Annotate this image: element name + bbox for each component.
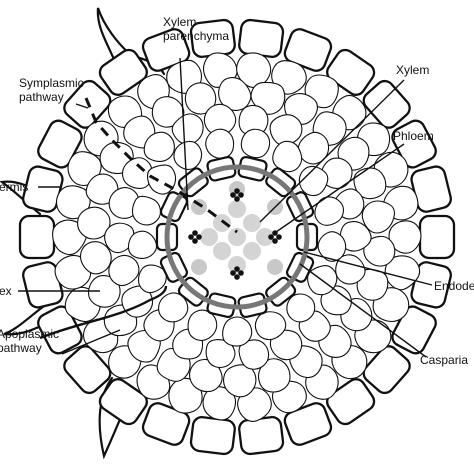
xylem-vessel bbox=[228, 200, 246, 218]
cortex-cell bbox=[121, 157, 153, 189]
epidermis-cell bbox=[37, 119, 83, 169]
cortex-cells bbox=[52, 52, 422, 423]
cortex-cell bbox=[238, 104, 269, 137]
cortex-cell bbox=[146, 164, 177, 195]
epidermis-cell bbox=[283, 28, 333, 72]
symplasmic-pathway-line bbox=[84, 97, 238, 234]
cortex-cell bbox=[222, 316, 253, 347]
label-casparian-strip: Casparia bbox=[420, 353, 469, 367]
epidermis-cell bbox=[391, 119, 437, 169]
cortex-cell bbox=[335, 254, 366, 285]
cortex-cell bbox=[254, 311, 287, 341]
leader-xylem-parenchyma bbox=[179, 57, 189, 211]
phloem-cluster bbox=[188, 230, 202, 244]
cortex-cell bbox=[314, 196, 345, 226]
cortex-cell bbox=[205, 339, 236, 369]
label-phloem: Phloem bbox=[393, 129, 434, 143]
xylem-vessel bbox=[256, 228, 274, 246]
cortex-cell bbox=[127, 230, 158, 260]
casparian-strip-ring bbox=[164, 164, 310, 310]
xylem-parenchyma-cell bbox=[191, 199, 207, 215]
xylem-parenchyma-cell bbox=[191, 259, 207, 275]
xylem-vessel bbox=[200, 228, 218, 246]
leader-phloem bbox=[275, 143, 405, 233]
phloem-cluster bbox=[268, 230, 282, 244]
cortex-cell bbox=[353, 167, 387, 200]
apoplasmic-pathway-line bbox=[39, 285, 168, 340]
phloem-cluster bbox=[230, 188, 244, 202]
label-epidermis: ermis bbox=[0, 180, 29, 194]
epidermis-cell bbox=[326, 378, 376, 426]
cortex-cell bbox=[205, 128, 235, 159]
xylem-vessel bbox=[243, 214, 261, 232]
cortex-cell bbox=[143, 131, 175, 162]
xylem-vessel bbox=[213, 242, 231, 260]
cortex-cell bbox=[286, 293, 316, 323]
cortex-cell bbox=[77, 206, 111, 240]
epidermis-cells bbox=[18, 18, 456, 456]
leader-casparian-strip bbox=[299, 263, 427, 358]
xylem-vessel bbox=[228, 256, 246, 274]
cortex-cell bbox=[237, 387, 272, 423]
cortex-cell bbox=[272, 140, 303, 173]
cortex-cell bbox=[269, 114, 303, 146]
cortex-cell bbox=[257, 358, 291, 393]
cortex-cell bbox=[361, 200, 396, 234]
epidermis-cell bbox=[141, 402, 191, 446]
cortex-cell bbox=[240, 128, 271, 159]
cortex-cell bbox=[79, 241, 112, 275]
cortex-cell bbox=[54, 254, 92, 290]
epidermis-cell bbox=[283, 402, 333, 446]
cortex-cell bbox=[108, 254, 140, 287]
epidermis-cell bbox=[98, 48, 148, 96]
cortex-cell bbox=[236, 52, 272, 89]
label-xylem-parenchyma: Xylem parenchyma bbox=[163, 15, 230, 43]
water-pathways bbox=[39, 97, 238, 340]
label-symplasmic-pathway: Symplasmic pathway bbox=[19, 76, 84, 104]
epidermis-cell bbox=[362, 79, 411, 129]
label-leader-lines bbox=[18, 57, 433, 358]
leader-apoplasmic-pathway bbox=[61, 329, 121, 355]
xylem-vessel bbox=[213, 214, 231, 232]
cortex-cell bbox=[158, 292, 189, 323]
leader-xylem bbox=[259, 79, 405, 223]
epidermis-cell bbox=[418, 214, 456, 260]
xylem-vessel bbox=[243, 242, 261, 260]
xylem-parenchyma-cell bbox=[267, 259, 283, 275]
cortex-cell bbox=[187, 309, 218, 342]
cortex-cell bbox=[173, 140, 203, 171]
phloem-cluster bbox=[230, 266, 244, 280]
epidermis-cell bbox=[98, 378, 148, 426]
cortex-cell bbox=[238, 339, 270, 370]
cortex-cell bbox=[171, 113, 204, 146]
cortex-cell bbox=[137, 264, 167, 294]
cortex-cell bbox=[298, 165, 329, 197]
epidermis-cell bbox=[362, 345, 411, 395]
cortex-cell bbox=[203, 103, 237, 136]
cortex-cell bbox=[269, 329, 303, 361]
leader-endodermis bbox=[303, 251, 433, 286]
epidermis-cell bbox=[189, 416, 236, 456]
epidermis-cell bbox=[18, 214, 56, 260]
cortex-cell bbox=[131, 195, 162, 226]
endodermis-cells bbox=[155, 156, 319, 318]
cortex-cell bbox=[388, 220, 422, 254]
epidermis-cell bbox=[391, 305, 437, 355]
cortex-cell bbox=[363, 235, 396, 267]
label-xylem: Xylem bbox=[396, 63, 430, 77]
label-endodermis: Endode bbox=[434, 279, 474, 293]
leader-symplasmic-pathway bbox=[75, 103, 89, 109]
epidermis-cell bbox=[238, 416, 285, 456]
root-hair bbox=[3, 304, 52, 336]
epidermis-cell bbox=[63, 345, 112, 395]
epidermis-cell bbox=[326, 48, 376, 96]
cortex-cell bbox=[317, 231, 347, 262]
stele bbox=[179, 179, 295, 295]
label-cortex: ex bbox=[0, 284, 12, 298]
xylem-vessel bbox=[228, 228, 246, 246]
label-apoplasmic-pathway: Apoplasmic pathway bbox=[0, 327, 60, 355]
